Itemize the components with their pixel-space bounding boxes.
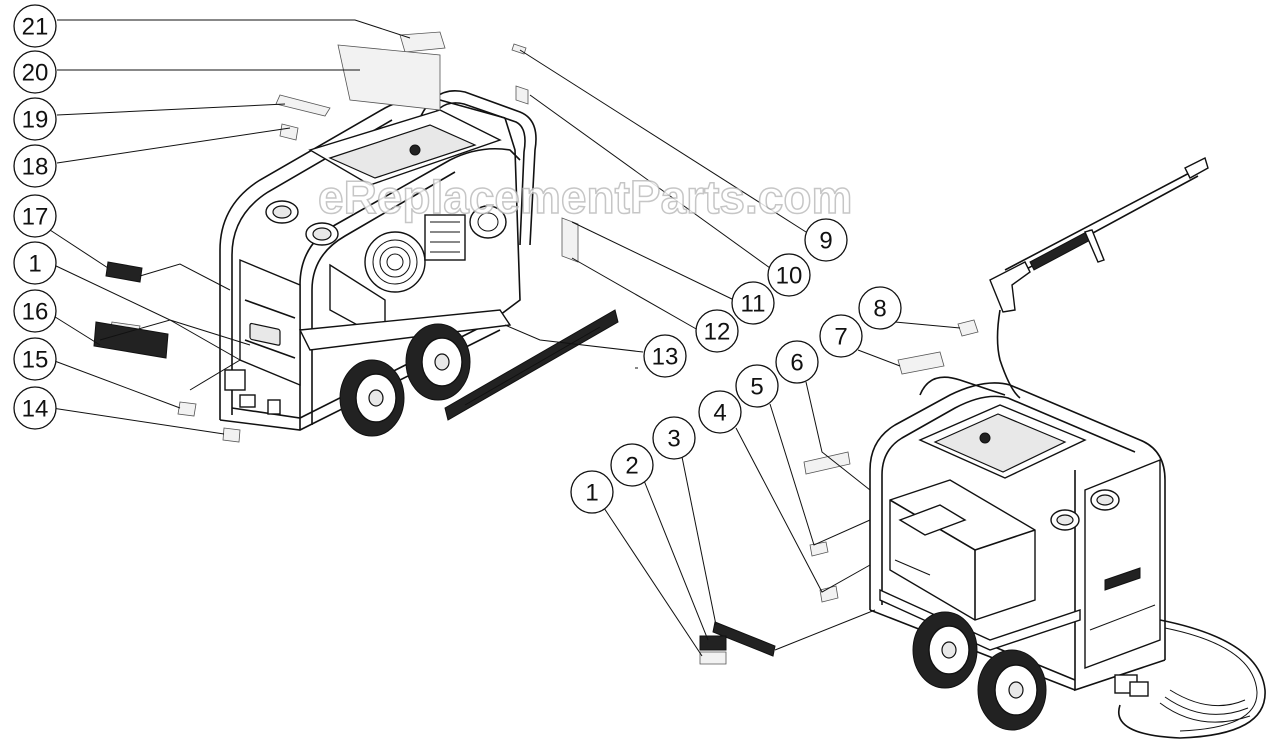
decal-7 xyxy=(897,351,945,375)
callout-9: 9 xyxy=(804,218,848,262)
svg-text:10: 10 xyxy=(776,263,803,290)
svg-text:18: 18 xyxy=(22,154,49,181)
callout-15: 15 xyxy=(13,337,57,381)
decal-1-right xyxy=(699,651,727,665)
decal-20 xyxy=(337,44,441,111)
decal-8 xyxy=(957,319,979,337)
leader-lines xyxy=(49,19,961,657)
decal-13 xyxy=(444,309,619,421)
svg-text:15: 15 xyxy=(22,347,49,374)
svg-text:1: 1 xyxy=(28,251,41,278)
callout-10: 10 xyxy=(767,253,811,297)
svg-text:6: 6 xyxy=(790,350,803,377)
callout-1-left: 1 xyxy=(13,241,57,285)
right-wheel-rear xyxy=(912,611,978,689)
svg-text:9: 9 xyxy=(819,228,832,255)
svg-text:17: 17 xyxy=(22,204,49,231)
callout-16: 16 xyxy=(13,289,57,333)
decal-3 xyxy=(712,621,776,657)
svg-text:11: 11 xyxy=(741,291,766,318)
decal-2 xyxy=(699,635,727,651)
callout-4: 4 xyxy=(698,390,742,434)
left-wheel-front xyxy=(339,359,405,437)
callout-11: 11 xyxy=(731,281,775,325)
decal-17 xyxy=(105,261,143,283)
svg-text:14: 14 xyxy=(22,396,49,423)
decal-18 xyxy=(279,123,299,141)
decal-19 xyxy=(275,94,331,117)
callout-7: 7 xyxy=(819,314,863,358)
svg-text:5: 5 xyxy=(750,374,763,401)
svg-text:21: 21 xyxy=(22,14,49,41)
decal-11-12 xyxy=(561,217,579,263)
left-pressure-washer xyxy=(219,90,537,437)
right-wheel-front xyxy=(977,649,1047,731)
decal-21 xyxy=(399,31,446,53)
callout-8: 8 xyxy=(858,286,902,330)
svg-text:8: 8 xyxy=(873,296,886,323)
decal-16 xyxy=(93,321,169,359)
svg-text:19: 19 xyxy=(22,107,49,134)
decal-5 xyxy=(809,541,829,557)
svg-text:1: 1 xyxy=(585,480,598,507)
watermark-text: eReplacementParts.com xyxy=(318,171,852,223)
svg-text:13: 13 xyxy=(652,344,679,371)
svg-text:12: 12 xyxy=(704,319,731,346)
svg-text:16: 16 xyxy=(22,299,49,326)
callout-19: 19 xyxy=(13,97,57,141)
left-decals xyxy=(93,31,619,443)
decal-10 xyxy=(515,85,529,105)
callout-18: 18 xyxy=(13,144,57,188)
svg-text:3: 3 xyxy=(667,426,680,453)
callout-20: 20 xyxy=(13,50,57,94)
left-wheel-rear xyxy=(405,323,471,401)
svg-text:2: 2 xyxy=(625,453,638,480)
right-decals xyxy=(699,319,979,665)
callout-17: 17 xyxy=(13,194,57,238)
callout-2: 2 xyxy=(610,443,654,487)
callout-5: 5 xyxy=(735,364,779,408)
spray-wand xyxy=(989,157,1209,399)
decal-6 xyxy=(803,451,851,475)
callout-6: 6 xyxy=(775,340,819,384)
decal-14 xyxy=(222,427,241,443)
svg-text:4: 4 xyxy=(713,400,726,427)
callout-14: 14 xyxy=(13,386,57,430)
decal-15 xyxy=(177,401,197,417)
callout-12: 12 xyxy=(695,309,739,353)
callout-21: 21 xyxy=(13,4,57,48)
svg-text:20: 20 xyxy=(22,60,49,87)
callout-1-right: 1 xyxy=(570,470,614,514)
callouts: 21 20 19 18 17 1 16 15 14 9 10 11 12 13 … xyxy=(13,4,902,514)
callout-13: 13 xyxy=(643,334,687,378)
hose-coil xyxy=(1118,619,1266,739)
callout-3: 3 xyxy=(652,416,696,460)
right-pressure-washer xyxy=(869,157,1266,739)
svg-text:7: 7 xyxy=(834,324,847,351)
